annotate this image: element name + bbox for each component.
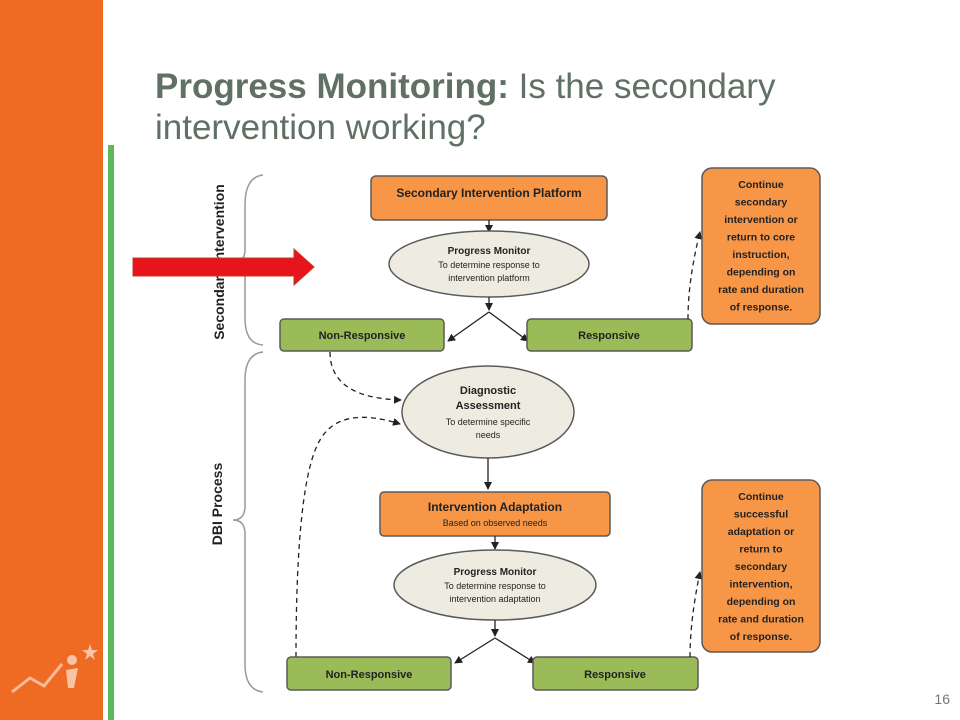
orange-sidebar — [0, 0, 103, 720]
platform-label: Secondary Intervention Platform — [396, 186, 581, 200]
cont1-line: return to core — [727, 232, 795, 244]
cont1-line: depending on — [727, 267, 796, 279]
adapt-title: Intervention Adaptation — [428, 500, 562, 514]
diag-line1: Diagnostic — [460, 385, 516, 397]
non-responsive-label-2: Non-Responsive — [326, 669, 413, 681]
pm2-title: Progress Monitor — [454, 567, 537, 578]
dbi-brace — [232, 351, 264, 693]
responsive-box-1 — [526, 318, 693, 352]
continue-text-2: Continue successful adaptation or return to… — [718, 491, 804, 643]
diag-sub1: To determine specific — [446, 417, 531, 427]
cont1-line: intervention or — [724, 214, 798, 226]
slide-title: Progress Monitoring: Is the secondary in… — [155, 66, 915, 148]
responsive-box-2 — [532, 656, 699, 691]
intervention-adaptation-box — [379, 491, 611, 537]
non-responsive-label-1: Non-Responsive — [319, 330, 406, 342]
cont2-line: rate and duration — [718, 614, 804, 626]
cont1-line: of response. — [730, 302, 793, 314]
title-rest: Is the secondary intervention working? — [155, 67, 776, 147]
cont1-line: secondary — [735, 197, 788, 209]
cont2-line: successful — [734, 509, 788, 521]
cont2-line: depending on — [727, 596, 796, 608]
diagnostic-assessment — [401, 365, 575, 459]
pm2-line1: To determine response to — [444, 581, 546, 591]
title-bold: Progress Monitoring: — [155, 67, 509, 106]
pm1-line2: intervention platform — [448, 273, 530, 283]
growth-chart-logo-icon — [11, 644, 98, 694]
green-accent-bar — [108, 145, 114, 720]
responsive-label-2: Responsive — [584, 669, 646, 681]
adapt-sub: Based on observed needs — [443, 518, 548, 528]
diag-sub2: needs — [476, 430, 501, 440]
cont2-line: secondary — [735, 561, 788, 573]
non-responsive-box-2 — [286, 656, 452, 691]
page-number: 16 — [934, 691, 950, 707]
cont2-line: Continue — [738, 491, 784, 503]
cont1-line: instruction, — [732, 249, 789, 261]
non-responsive-box-1 — [279, 318, 445, 352]
continue-box-1 — [701, 167, 821, 325]
red-pointer-arrow — [132, 247, 315, 287]
pm2-line2: intervention adaptation — [449, 594, 540, 604]
responsive-label-1: Responsive — [578, 330, 640, 342]
cont2-line: of response. — [730, 631, 793, 643]
cont1-line: rate and duration — [718, 284, 804, 296]
continue-box-2 — [701, 479, 821, 653]
cont2-line: adaptation or — [728, 526, 795, 538]
diag-line2: Assessment — [456, 400, 521, 412]
section-label-dbi: DBI Process — [209, 463, 225, 546]
continue-text-1: Continue secondary intervention or return t… — [718, 179, 804, 314]
cont1-line: Continue — [738, 179, 784, 191]
pm1-title: Progress Monitor — [448, 246, 531, 257]
cont2-line: return to — [739, 544, 782, 556]
cont2-line: intervention, — [729, 579, 792, 591]
pm1-line1: To determine response to — [438, 260, 540, 270]
